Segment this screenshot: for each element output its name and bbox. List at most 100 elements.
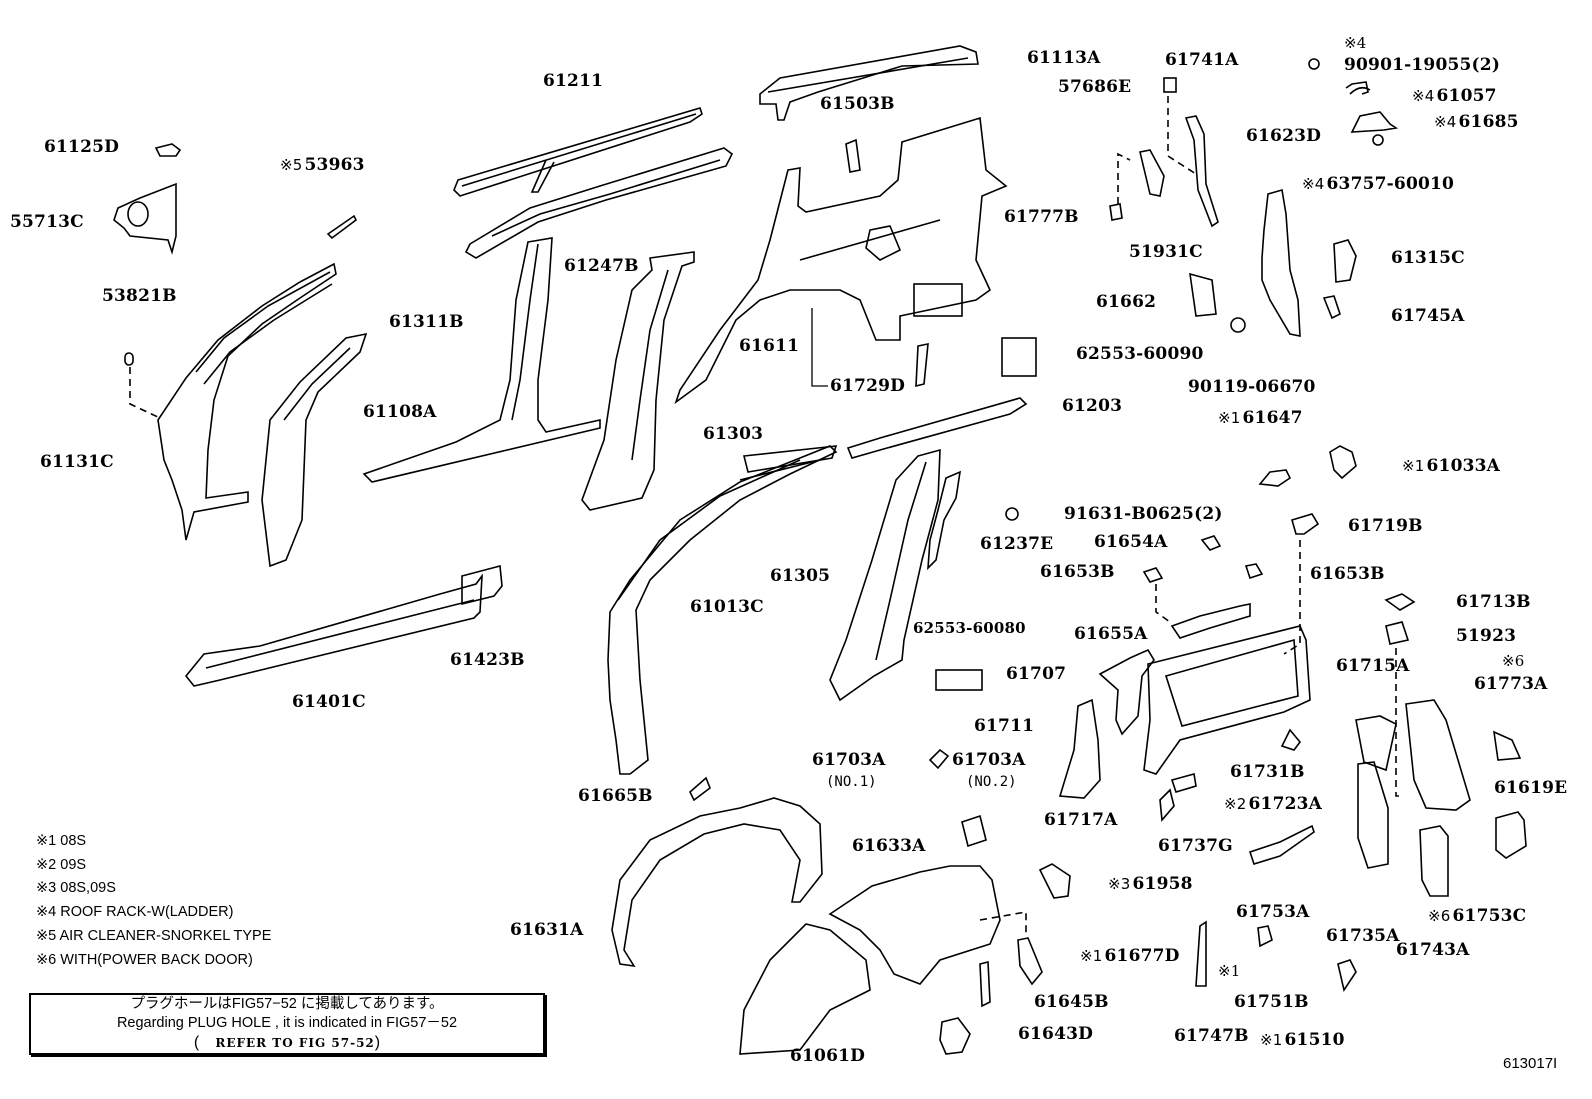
part-61643D-shape: [939, 1017, 971, 1055]
legend-item: ※2 09S: [36, 856, 87, 873]
label-61773A[interactable]: 61773A: [1474, 674, 1548, 694]
part-61619E-shape: [1405, 699, 1471, 811]
label-61311B[interactable]: 61311B: [389, 312, 464, 332]
part-61647-shape: [1258, 469, 1292, 487]
label-62553-60090[interactable]: 62553-60090: [1076, 344, 1204, 364]
label-61645B[interactable]: 61645B: [1034, 992, 1109, 1012]
label-61503B[interactable]: 61503B: [820, 94, 895, 114]
label-61631A[interactable]: 61631A: [510, 920, 584, 940]
note-mark: ※6: [1428, 907, 1451, 925]
part-61033A-shape: [1329, 445, 1357, 480]
label-61751B[interactable]: 61751B: [1234, 992, 1309, 1012]
label-61711[interactable]: 61711: [974, 716, 1035, 736]
label-55713C[interactable]: 55713C: [10, 212, 84, 232]
part-61315C-shape: [1333, 239, 1357, 283]
label-61715A[interactable]: 61715A: [1336, 656, 1410, 676]
label-61753A[interactable]: 61753A: [1236, 902, 1310, 922]
label-61703A-no2[interactable]: 61703A: [952, 750, 1026, 770]
label-91631-B0625[interactable]: 91631-B0625(2): [1064, 504, 1223, 524]
label-61707[interactable]: 61707: [1006, 664, 1067, 684]
label-61633A[interactable]: 61633A: [852, 836, 926, 856]
label-61653B-left[interactable]: 61653B: [1040, 562, 1115, 582]
label-90901-19055[interactable]: 90901-19055(2): [1344, 55, 1501, 75]
label-57686E[interactable]: 57686E: [1058, 77, 1132, 97]
part-number: 61677D: [1104, 946, 1180, 966]
label-61743A[interactable]: 61743A: [1396, 940, 1470, 960]
label-61717A[interactable]: 61717A: [1044, 810, 1118, 830]
label-61654A[interactable]: 61654A: [1094, 532, 1168, 552]
legend-item: ※5 AIR CLEANER-SNORKEL TYPE: [36, 927, 272, 944]
label-61113A[interactable]: 61113A: [1027, 48, 1101, 68]
label-61108A[interactable]: 61108A: [363, 402, 437, 422]
label-61713B[interactable]: 61713B: [1456, 592, 1531, 612]
label-61125D[interactable]: 61125D: [44, 137, 120, 157]
label-61061D[interactable]: 61061D: [790, 1046, 866, 1066]
label-51923[interactable]: 51923: [1456, 626, 1517, 646]
label-61611[interactable]: 61611: [739, 336, 800, 356]
label-61305[interactable]: 61305: [770, 566, 831, 586]
label-61131C[interactable]: 61131C: [40, 452, 114, 472]
part-61108A-shape: [261, 332, 368, 568]
label-61735A[interactable]: 61735A: [1326, 926, 1400, 946]
note-mark: ※4: [1302, 175, 1325, 193]
part-61645B-shape: [979, 960, 991, 1008]
label-61662[interactable]: 61662: [1096, 292, 1157, 312]
part-61777B-shape: [1109, 152, 1131, 221]
part-61713B-shape: [1384, 593, 1416, 611]
part-61247B-shape: [464, 147, 734, 259]
label-61741A[interactable]: 61741A: [1165, 50, 1239, 70]
label-61423B[interactable]: 61423B: [450, 650, 525, 670]
label-61315C[interactable]: 61315C: [1391, 248, 1465, 268]
label-90119-06670[interactable]: 90119-06670: [1188, 377, 1316, 397]
note-mark: ※1: [1080, 947, 1103, 965]
label-61731B[interactable]: 61731B: [1230, 762, 1305, 782]
note-refer[interactable]: ( REFER TO FIG 57-52): [193, 1034, 381, 1051]
label-61303[interactable]: 61303: [703, 424, 764, 444]
label-61655A[interactable]: 61655A: [1074, 624, 1148, 644]
label-61401C[interactable]: 61401C: [292, 692, 366, 712]
part-61423B-shape: [461, 564, 503, 606]
part-61503B-shape: [845, 138, 861, 173]
label-61643D[interactable]: 61643D: [1018, 1024, 1094, 1044]
label-61665B[interactable]: 61665B: [578, 786, 653, 806]
label-61653B-right[interactable]: 61653B: [1310, 564, 1385, 584]
label-61013C[interactable]: 61013C: [690, 597, 764, 617]
label-61777B[interactable]: 61777B: [1004, 207, 1079, 227]
part-61510-shape: [1337, 959, 1357, 992]
part-61665B-shape: [689, 776, 711, 802]
label-61619E[interactable]: 61619E: [1494, 778, 1568, 798]
label-61703A-no1[interactable]: 61703A: [812, 750, 886, 770]
label-61211[interactable]: 61211: [543, 71, 604, 91]
part-61731B-shape: [1218, 724, 1236, 930]
label-61623D[interactable]: 61623D: [1246, 126, 1322, 146]
label-53821B[interactable]: 53821B: [102, 286, 177, 306]
label-61737G[interactable]: 61737G: [1158, 836, 1233, 856]
legend-item: ※1 08S: [36, 833, 87, 849]
part-61773A-shape: [1493, 730, 1522, 761]
label-61203[interactable]: 61203: [1062, 396, 1123, 416]
part-90119-06670-shape: [1230, 317, 1246, 333]
label-61247B[interactable]: 61247B: [564, 256, 639, 276]
part-number: 63757-60010: [1326, 174, 1455, 194]
part-61729D-shape: [915, 343, 929, 388]
label-61729D[interactable]: 61729D: [830, 376, 906, 396]
label-51931C[interactable]: 51931C: [1129, 242, 1203, 262]
label-61237E[interactable]: 61237E: [980, 534, 1054, 554]
label-61747B[interactable]: 61747B: [1174, 1026, 1249, 1046]
label-62553-60080[interactable]: 62553-60080: [913, 619, 1026, 637]
label-61745A[interactable]: 61745A: [1391, 306, 1465, 326]
part-61751B-shape: [1257, 925, 1273, 948]
part-61745A-shape: [1322, 295, 1341, 320]
label-61719B[interactable]: 61719B: [1348, 516, 1423, 536]
